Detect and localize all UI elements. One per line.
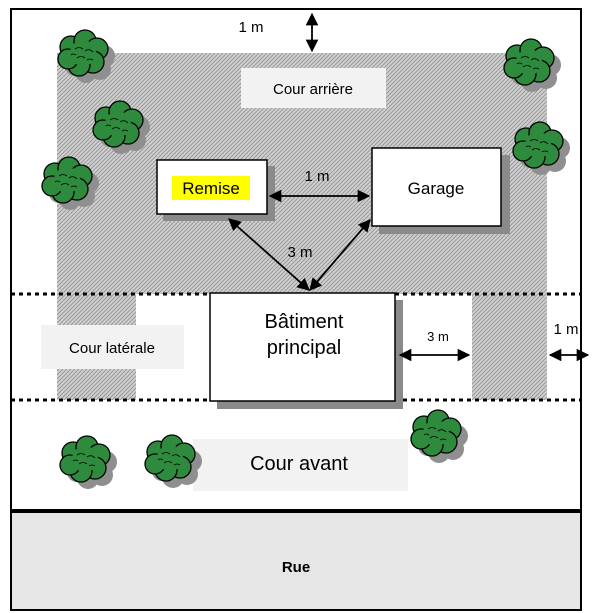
side-setback-label: 1 m xyxy=(553,321,578,338)
shed-label: Remise xyxy=(182,179,240,198)
main-building-label-line2: principal xyxy=(267,337,341,359)
rear-yard-label: Cour arrière xyxy=(273,81,353,98)
side-yard-label: Cour latérale xyxy=(69,340,155,357)
main-building-label-line1: Bâtiment xyxy=(265,311,344,333)
garage-building-arrow xyxy=(309,219,371,291)
side-yard-label-box xyxy=(41,325,184,369)
rear-yard-label-box xyxy=(241,68,386,108)
main-building-box xyxy=(209,292,396,402)
street-area xyxy=(10,511,582,611)
garage-box xyxy=(371,147,502,227)
building-side-label: 3 m xyxy=(427,329,449,344)
garage-label: Garage xyxy=(408,179,465,198)
shed-label-highlight xyxy=(172,176,250,200)
top-setback-label: 1 m xyxy=(238,19,263,36)
street-label: Rue xyxy=(282,559,310,576)
building-distance-label: 3 m xyxy=(287,244,312,261)
shed-building-arrow xyxy=(228,218,310,291)
front-yard-label: Cour avant xyxy=(250,453,348,475)
side-yard-right-hatch xyxy=(472,294,547,400)
front-yard-label-box xyxy=(193,439,408,491)
shed-garage-label: 1 m xyxy=(304,168,329,185)
